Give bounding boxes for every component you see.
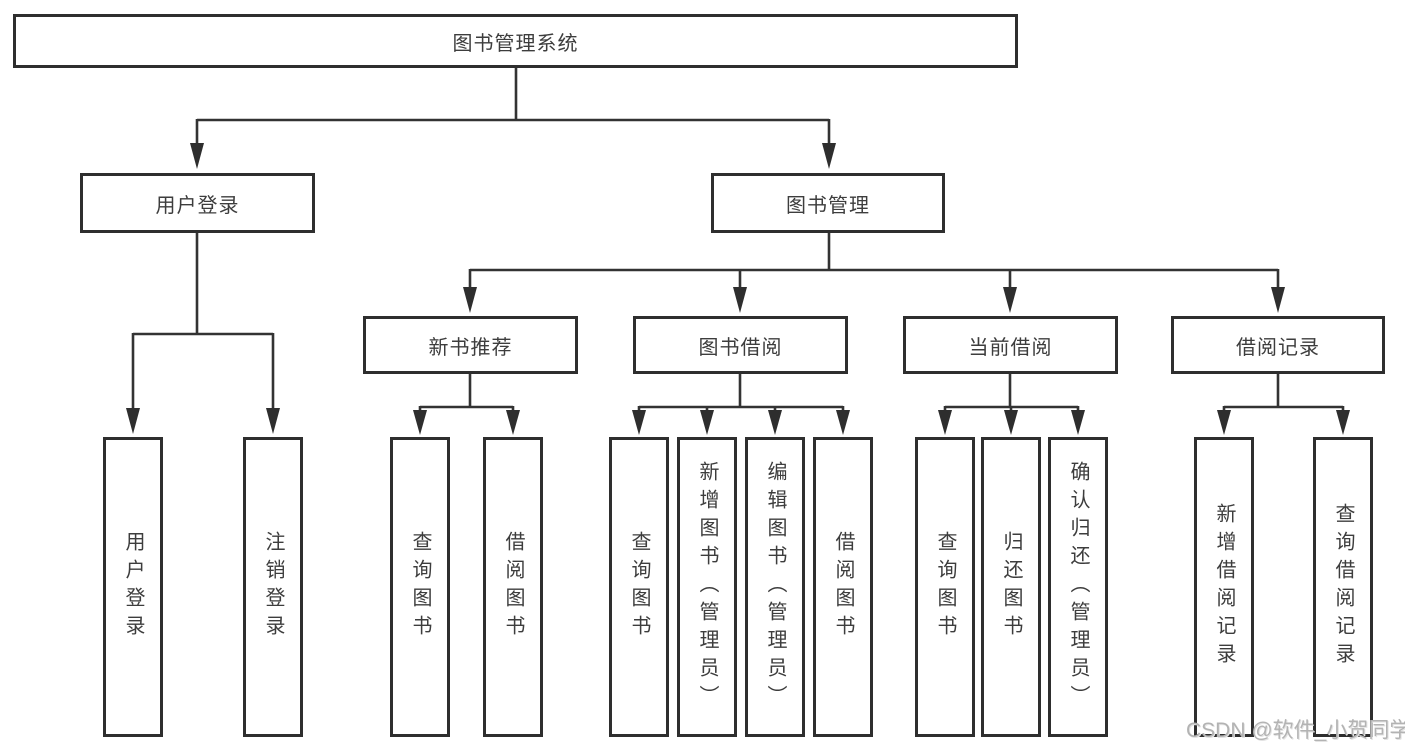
leaf-label: 新增图书（管理员）: [696, 461, 718, 713]
root-branch-connectors: [190, 68, 836, 169]
leaf-user-login: 用户登录: [103, 437, 163, 737]
leaf-label: 借阅图书: [502, 531, 524, 643]
node-book-management: 图书管理: [711, 173, 945, 233]
node-label: 图书借阅: [698, 336, 783, 359]
leaf-edit-book-admin: 编辑图书（管理员）: [745, 437, 805, 737]
leaf-borrow-books: 借阅图书: [813, 437, 873, 737]
node-label: 当前借阅: [968, 336, 1053, 359]
node-borrow-record: 借阅记录: [1171, 316, 1385, 374]
leaf-label: 查询图书: [934, 531, 956, 643]
borrow-record-branch-connectors: [1217, 374, 1350, 435]
leaf-label: 归还图书: [1000, 531, 1022, 643]
leaf-label: 用户登录: [122, 531, 144, 643]
current-borrow-branch-connectors: [938, 374, 1085, 435]
node-user-login: 用户登录: [80, 173, 315, 233]
leaf-label: 编辑图书（管理员）: [764, 461, 786, 713]
leaf-label: 查询图书: [409, 531, 431, 643]
leaf-add-borrow-record: 新增借阅记录: [1194, 437, 1254, 737]
leaf-label: 新增借阅记录: [1213, 503, 1235, 671]
leaf-query-books-newbook: 查询图书: [390, 437, 450, 737]
node-label: 借阅记录: [1236, 336, 1320, 359]
node-new-book-recommend: 新书推荐: [363, 316, 578, 374]
book-mgmt-branch-connectors: [463, 233, 1285, 313]
leaf-label: 确认归还（管理员）: [1067, 461, 1089, 713]
leaf-label: 借阅图书: [832, 531, 854, 643]
node-label: 图书管理系统: [452, 32, 579, 55]
leaf-query-books-borrow: 查询图书: [609, 437, 669, 737]
leaf-confirm-return-admin: 确认归还（管理员）: [1048, 437, 1108, 737]
book-borrow-branch-connectors: [632, 374, 850, 435]
new-book-branch-connectors: [413, 374, 520, 435]
node-system-root: 图书管理系统: [13, 14, 1018, 68]
leaf-logout: 注销登录: [243, 437, 303, 737]
leaf-label: 查询借阅记录: [1332, 503, 1354, 671]
leaf-add-book-admin: 新增图书（管理员）: [677, 437, 737, 737]
csdn-watermark: CSDN @软件_小贺同学: [1186, 719, 1405, 742]
node-label: 图书管理: [786, 194, 870, 217]
leaf-label: 注销登录: [262, 531, 284, 643]
node-label: 新书推荐: [428, 336, 513, 359]
node-current-borrow: 当前借阅: [903, 316, 1118, 374]
leaf-label: 查询图书: [628, 531, 650, 643]
leaf-query-borrow-record: 查询借阅记录: [1313, 437, 1373, 737]
node-book-borrow: 图书借阅: [633, 316, 848, 374]
leaf-borrow-books-newbook: 借阅图书: [483, 437, 543, 737]
leaf-query-books-current: 查询图书: [915, 437, 975, 737]
leaf-return-books: 归还图书: [981, 437, 1041, 737]
node-label: 用户登录: [155, 194, 240, 217]
user-login-branch-connectors: [126, 233, 280, 434]
